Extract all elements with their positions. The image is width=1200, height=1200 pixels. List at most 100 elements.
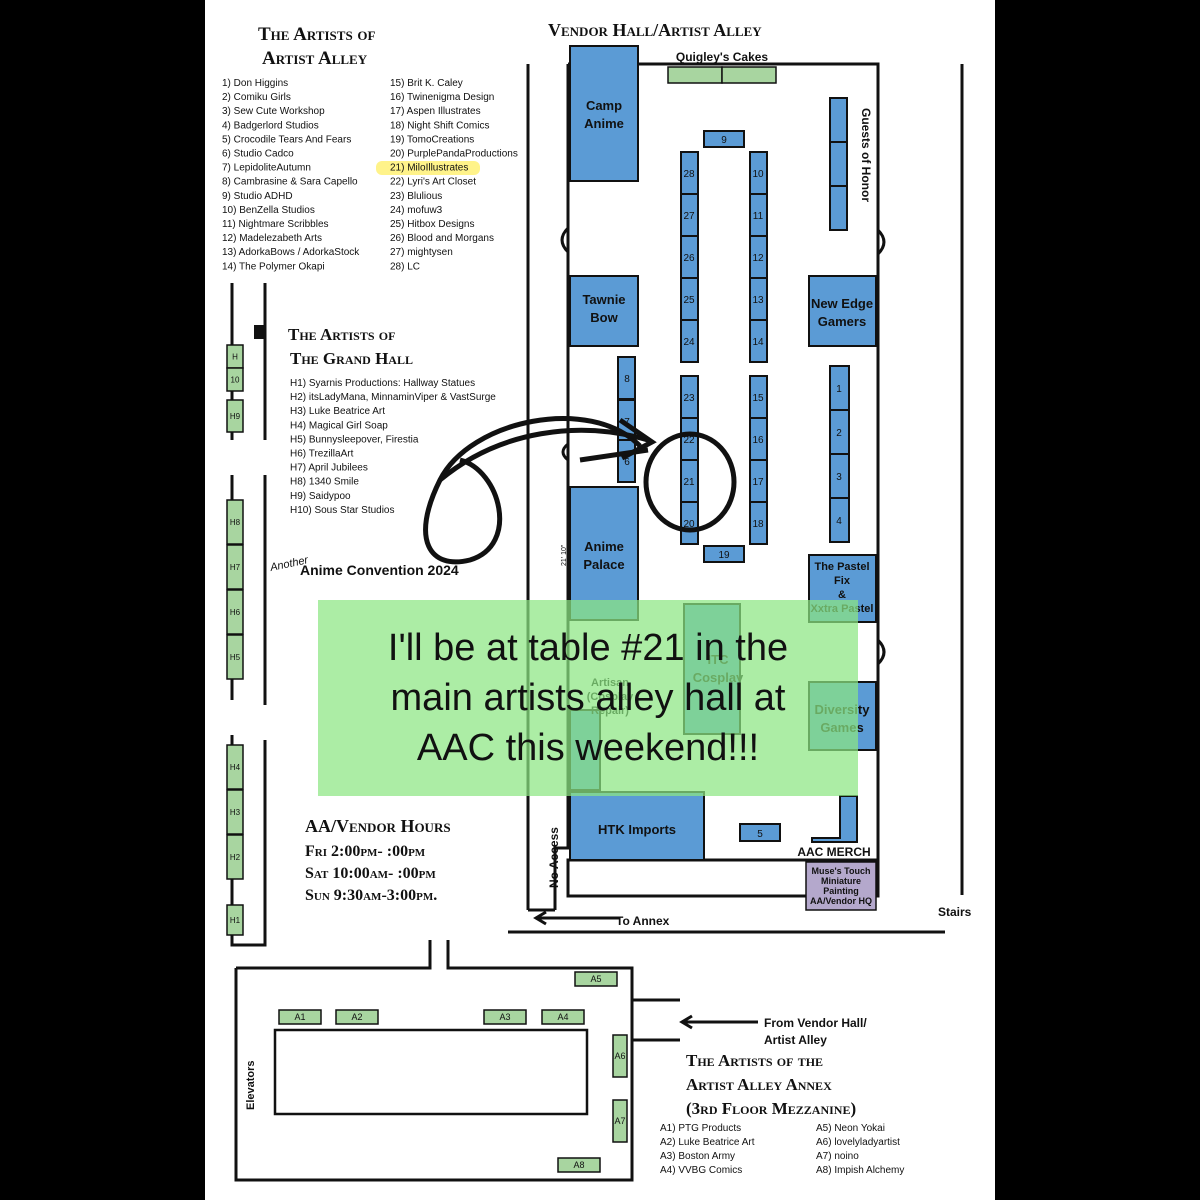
- grand-table-label: H5: [230, 653, 241, 662]
- annex-title-line3: (3rd Floor Mezzanine): [686, 1099, 856, 1118]
- table-left-20: [680, 501, 699, 545]
- alley-artist-entry: 23) Blulious: [390, 191, 442, 202]
- alley-artist-entry: 16) Twinenigma Design: [390, 92, 494, 103]
- room-label-pastel_fix: Fix: [834, 575, 851, 587]
- overlay-line-3: AAC this weekend!!!: [416, 727, 760, 769]
- hall-walls: [526, 62, 880, 912]
- grand-artist-entry: H9) Saidypoo: [290, 491, 351, 502]
- room-label-new_edge: Gamers: [818, 314, 866, 329]
- grand-artist-entry: H8) 1340 Smile: [290, 477, 359, 488]
- grand-table: [226, 544, 244, 590]
- grand-table: [226, 904, 244, 936]
- table-number: 18: [752, 519, 764, 530]
- grand-artist-entry: H7) April Jubilees: [290, 463, 368, 474]
- annex-table: [612, 1034, 628, 1078]
- grand-table: [226, 589, 244, 635]
- annex-table-label: A1: [294, 1012, 305, 1022]
- hours-sat: Sat 10:00am- :00pm: [305, 865, 436, 882]
- grand-table: [226, 744, 244, 790]
- grand-table-label: H3: [230, 808, 241, 817]
- table-number: 8: [624, 374, 630, 385]
- table-wall-4: [829, 497, 850, 543]
- table-number: 5: [757, 829, 763, 840]
- annex-artist-entry: A6) lovelyladyartist: [816, 1137, 900, 1148]
- annex-table-label: A5: [590, 974, 601, 984]
- room-label-tawnie_bow: Tawnie: [582, 292, 625, 307]
- grand-table: [226, 834, 244, 880]
- grand-table-label: 10: [231, 376, 240, 385]
- table-number: 24: [683, 337, 695, 348]
- table-number: 15: [752, 393, 764, 404]
- table-number: 25: [683, 295, 695, 306]
- table-5: [739, 823, 781, 842]
- annex-artist-entry: A7) noino: [816, 1151, 859, 1162]
- guest-table-2: [829, 141, 848, 187]
- room-label-aac-merch: AAC MERCH: [797, 845, 870, 859]
- annex-table: [278, 1009, 322, 1025]
- grand-artist-entry: H1) Syarnis Productions: Hallway Statues: [290, 378, 475, 389]
- annex-artist-entry: A2) Luke Beatrice Art: [660, 1137, 755, 1148]
- table-left-24: [680, 319, 699, 363]
- annex-table-label: A2: [351, 1012, 362, 1022]
- table-number: 2: [836, 428, 842, 439]
- table-number: 26: [683, 253, 695, 264]
- grand-table: [226, 499, 244, 545]
- grand-table-label: H7: [230, 563, 241, 572]
- grand-table-label: H9: [230, 412, 241, 421]
- annex-artist-entry: A5) Neon Yokai: [816, 1123, 885, 1134]
- alley-artist-entry: 4) Badgerlord Studios: [222, 120, 319, 131]
- overlay-line-1: I'll be at table #21 in the: [387, 627, 789, 669]
- alley-artist-entry: 22) Lyri's Art Closet: [390, 177, 476, 188]
- from-vendor-label-1: From Vendor Hall/: [764, 1016, 867, 1030]
- alley-artist-entry: 27) mightysen: [390, 247, 453, 258]
- elevators-label: Elevators: [245, 1060, 257, 1110]
- annex-table-label: A8: [573, 1160, 584, 1170]
- alley-artist-entry: 17) Aspen Illustrates: [390, 106, 481, 117]
- annex-table: [612, 1099, 628, 1143]
- grand-table-label: H8: [230, 518, 241, 527]
- annex-table: [483, 1009, 527, 1025]
- annex-table-label: A4: [557, 1012, 568, 1022]
- alley-artist-entry: 7) LepidoliteAutumn: [222, 163, 311, 174]
- table-number: 28: [683, 169, 695, 180]
- no-access-label: No Access: [547, 827, 561, 888]
- stairs-label: Stairs: [938, 905, 972, 919]
- grand-artist-entry: H10) Sous Star Studios: [290, 505, 395, 516]
- arrow-tail: [579, 447, 649, 463]
- alley-artist-entry: 20) PurplePandaProductions: [390, 149, 518, 160]
- grand-table-label: H1: [230, 916, 241, 925]
- annex-table-label: A7: [614, 1116, 625, 1126]
- to-annex-arrow: [533, 910, 620, 926]
- handdrawn-loop: [423, 416, 642, 565]
- alley-artist-entry: 12) Madelezabeth Arts: [222, 233, 322, 244]
- room-tawnie-bow: [569, 275, 639, 347]
- annex-title-line1: The Artists of the: [686, 1051, 823, 1070]
- guest-table-1: [829, 97, 848, 143]
- hours-title: AA/Vendor Hours: [305, 816, 451, 836]
- table-columns: 2827262524232221201011121314151617181234…: [617, 130, 850, 842]
- table-number: 6: [624, 457, 630, 468]
- annex-title-line2: Artist Alley Annex: [686, 1075, 832, 1094]
- table-number: 13: [752, 295, 764, 306]
- convention-name: Anime Convention 2024: [300, 562, 459, 578]
- annex-table-label: A3: [499, 1012, 510, 1022]
- grand-table: [226, 367, 244, 392]
- annex-table: [541, 1009, 585, 1025]
- grand-artist-entry: H6) TrezillaArt: [290, 449, 354, 460]
- alley-artist-entry: 19) TomoCreations: [390, 134, 474, 145]
- table-number: 1: [836, 384, 842, 395]
- annex-artist-entry: A4) VVBG Comics: [660, 1165, 742, 1176]
- grand-table: [226, 399, 244, 433]
- table-number: 12: [752, 253, 764, 264]
- aac-merch-counter: [811, 795, 858, 843]
- table-right-18: [749, 501, 768, 545]
- table-right-14: [749, 319, 768, 363]
- room-label-muse: Miniature: [821, 876, 861, 886]
- alley-artist-entry: 5) Crocodile Tears And Fears: [222, 134, 351, 145]
- alley-artist-entry: 6) Studio Cadco: [222, 149, 294, 160]
